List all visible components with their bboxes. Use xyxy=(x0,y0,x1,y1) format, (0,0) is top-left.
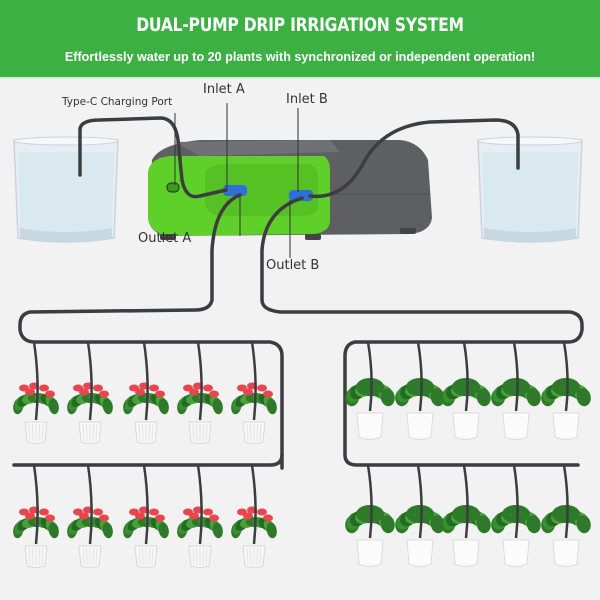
drip-line xyxy=(462,464,469,539)
drip-line xyxy=(250,464,257,545)
flower-icon xyxy=(203,508,213,516)
plant-group-a xyxy=(13,341,277,568)
drip-line xyxy=(250,341,257,421)
pot xyxy=(452,412,480,440)
pot xyxy=(552,412,580,440)
flower-icon xyxy=(155,514,165,522)
flower-icon xyxy=(39,384,49,392)
flower-icon xyxy=(257,508,267,516)
drip-line xyxy=(462,341,469,412)
pot xyxy=(356,412,384,440)
plant xyxy=(231,464,277,568)
drip-line xyxy=(196,464,203,545)
charging-port-label: Type-C Charging Port xyxy=(62,96,173,108)
flower-icon xyxy=(25,512,35,520)
water-glass-left xyxy=(13,136,119,243)
plant xyxy=(395,464,445,567)
drip-line xyxy=(562,464,569,539)
drip-line xyxy=(86,341,93,421)
plant xyxy=(67,341,113,444)
plant xyxy=(177,464,223,568)
plant xyxy=(13,341,59,444)
plant xyxy=(541,464,591,567)
outlet-b-label: Outlet B xyxy=(266,258,320,273)
drip-line xyxy=(32,341,39,421)
drip-line xyxy=(142,341,149,421)
flower-icon xyxy=(25,388,35,396)
plant xyxy=(123,341,169,444)
header-banner: DUAL-PUMP DRIP IRRIGATION SYSTEM Effortl… xyxy=(0,0,600,79)
flower-icon xyxy=(203,384,213,392)
plant xyxy=(13,464,59,568)
flower-icon xyxy=(155,390,165,398)
plant xyxy=(67,464,113,568)
plant xyxy=(441,464,491,567)
drip-line xyxy=(366,464,373,539)
flower-icon xyxy=(93,508,103,516)
flower-icon xyxy=(149,508,159,516)
pot xyxy=(552,539,580,567)
flower-icon xyxy=(189,512,199,520)
drip-line xyxy=(366,341,373,412)
flower-icon xyxy=(209,514,219,522)
flower-icon xyxy=(135,388,145,396)
plant-group-b xyxy=(345,341,591,567)
pot xyxy=(406,539,434,567)
drip-line xyxy=(416,341,423,412)
flower-icon xyxy=(99,390,109,398)
water-glass-right xyxy=(477,136,583,243)
flower-icon xyxy=(243,512,253,520)
drip-line xyxy=(196,341,203,421)
flower-icon xyxy=(93,384,103,392)
drip-line xyxy=(512,341,519,412)
plant xyxy=(491,341,541,440)
flower-icon xyxy=(45,514,55,522)
pot xyxy=(356,539,384,567)
page-subtitle: Effortlessly water up to 20 plants with … xyxy=(64,50,536,64)
flower-icon xyxy=(189,388,199,396)
flower-icon xyxy=(79,512,89,520)
pot xyxy=(452,539,480,567)
flower-icon xyxy=(135,512,145,520)
plant xyxy=(395,341,445,440)
pot xyxy=(502,412,530,440)
flower-icon xyxy=(263,514,273,522)
plant xyxy=(541,341,591,440)
flower-icon xyxy=(243,388,253,396)
flower-icon xyxy=(45,390,55,398)
flower-icon xyxy=(99,514,109,522)
inlet-b-label: Inlet B xyxy=(286,92,328,107)
drip-line xyxy=(86,464,93,545)
inlet-a-label: Inlet A xyxy=(203,82,245,97)
flower-icon xyxy=(149,384,159,392)
flower-icon xyxy=(39,508,49,516)
drip-line xyxy=(416,464,423,539)
hoses xyxy=(12,116,584,470)
plant xyxy=(345,341,395,440)
flower-icon xyxy=(263,390,273,398)
pot xyxy=(502,539,530,567)
plant xyxy=(231,341,277,444)
drip-line xyxy=(142,464,149,545)
flower-icon xyxy=(79,388,89,396)
leader-lines xyxy=(174,103,299,258)
flower-icon xyxy=(257,384,267,392)
inlet-b-port xyxy=(289,190,313,201)
plant xyxy=(345,464,395,567)
pot xyxy=(406,412,434,440)
drip-line xyxy=(32,464,39,545)
plant xyxy=(441,341,491,440)
drip-line xyxy=(512,464,519,539)
drip-line xyxy=(562,341,569,412)
inlet-a-port xyxy=(223,185,247,196)
plant xyxy=(123,464,169,568)
outlet-a-label: Outlet A xyxy=(138,231,192,246)
flower-icon xyxy=(209,390,219,398)
plant xyxy=(491,464,541,567)
plant xyxy=(177,341,223,444)
page-title: DUAL-PUMP DRIP IRRIGATION SYSTEM xyxy=(136,14,464,36)
